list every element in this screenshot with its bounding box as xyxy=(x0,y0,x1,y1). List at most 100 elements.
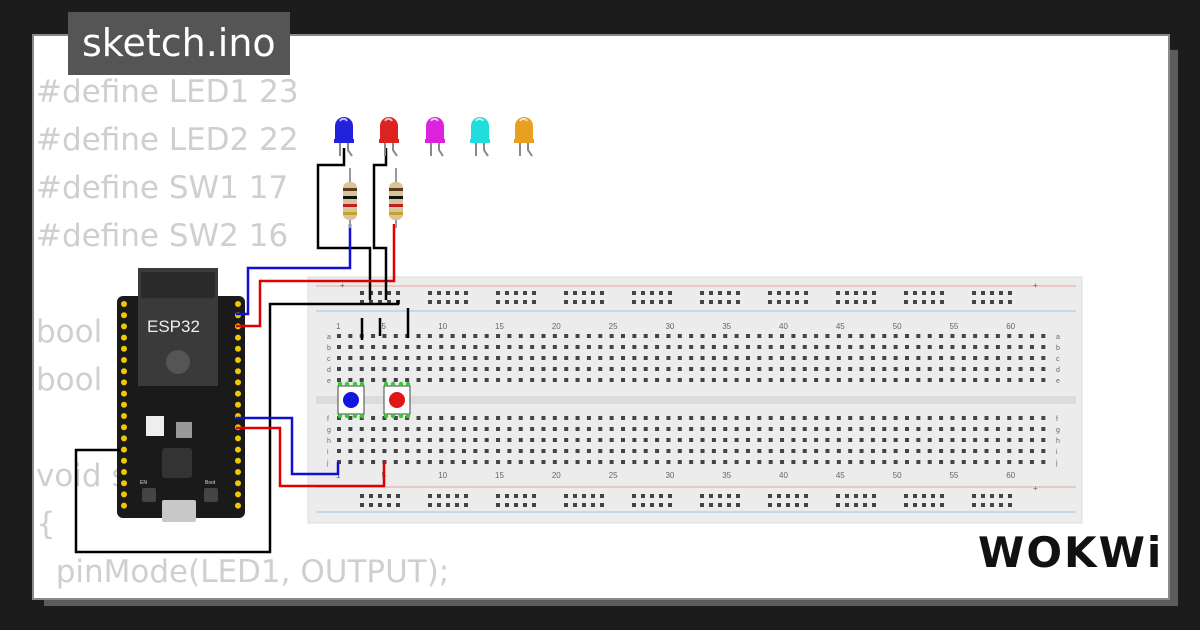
wires xyxy=(74,148,410,554)
column-number: 55 xyxy=(949,322,958,331)
esp32-pin-left xyxy=(121,502,127,509)
code-line: { xyxy=(36,506,56,542)
row-letter: d xyxy=(1056,367,1060,374)
row-letter: a xyxy=(327,334,331,341)
wire-black-gnd xyxy=(74,300,400,554)
wire-red-esp-led2 xyxy=(236,224,396,328)
wire-black-led1 xyxy=(316,148,372,300)
column-number: 35 xyxy=(722,322,731,331)
esp32-pin-left xyxy=(121,480,127,487)
row-letter: b xyxy=(1056,345,1060,352)
esp32-pin-right xyxy=(235,469,241,475)
row-letter: f xyxy=(1056,416,1058,423)
rail-plus-label-right: + xyxy=(1033,281,1038,290)
wire-blue-sw1 xyxy=(236,416,340,476)
esp32-pin-left xyxy=(121,312,127,319)
row-letter: c xyxy=(1056,356,1060,363)
leds xyxy=(334,117,534,157)
led-blue[interactable] xyxy=(334,117,354,157)
esp32-pin-right xyxy=(235,345,241,352)
pushbutton-blue[interactable] xyxy=(337,381,365,419)
led-orange[interactable] xyxy=(514,117,534,157)
row-letter: j xyxy=(1055,460,1058,467)
esp32-pin-right xyxy=(235,379,241,386)
esp32-pin-left xyxy=(121,390,127,397)
wire-blue-esp-led1 xyxy=(236,224,352,316)
esp32-pin-right xyxy=(235,301,241,307)
row-letter: h xyxy=(1056,438,1060,445)
esp32-pin-left xyxy=(121,301,127,307)
esp32-pin-left xyxy=(121,323,127,330)
row-letter: h xyxy=(327,438,331,445)
rail-plus-label-bottom: + xyxy=(1033,484,1038,493)
esp32-pin-left xyxy=(121,491,127,498)
esp32-pins xyxy=(121,301,241,509)
esp32-pin-left xyxy=(121,457,127,464)
code-line: bool xyxy=(36,362,103,398)
boot-label: Boot xyxy=(205,480,216,486)
row-letter: a xyxy=(1056,334,1060,341)
led-magenta[interactable] xyxy=(425,117,445,157)
pushbutton-red[interactable] xyxy=(383,381,411,419)
esp32-board[interactable]: ESP32 Boot EN xyxy=(117,268,245,522)
row-letter: c xyxy=(327,356,331,363)
column-number: 10 xyxy=(438,322,447,331)
esp32-pin-right xyxy=(235,446,241,453)
esp32-pin-left xyxy=(121,401,127,408)
code-line: #define LED1 23 xyxy=(36,74,299,110)
pushbuttons xyxy=(337,381,411,419)
resistor-1[interactable] xyxy=(343,168,357,228)
led-red[interactable] xyxy=(379,117,399,157)
esp32-pin-right xyxy=(235,502,241,509)
breadboard-holes xyxy=(337,291,1046,507)
row-letter: e xyxy=(327,378,331,385)
column-number: 30 xyxy=(665,471,674,480)
esp32-pin-left xyxy=(121,357,127,363)
column-number: 10 xyxy=(438,471,447,480)
led-cyan[interactable] xyxy=(470,117,490,157)
resistor-2[interactable] xyxy=(389,168,403,228)
esp32-pin-left xyxy=(121,424,127,431)
column-number: 50 xyxy=(893,322,902,331)
esp32-pin-left xyxy=(121,469,127,475)
column-number: 60 xyxy=(1006,322,1015,331)
column-number: 45 xyxy=(836,471,845,480)
en-label: EN xyxy=(140,480,147,486)
esp32-pin-left xyxy=(121,379,127,386)
esp32-pin-right xyxy=(235,368,241,375)
row-letter: i xyxy=(327,449,329,456)
column-number: 1 xyxy=(336,322,341,331)
column-number: 45 xyxy=(836,322,845,331)
esp32-pin-right xyxy=(235,357,241,363)
file-tab[interactable]: sketch.ino xyxy=(68,12,290,75)
card-shadow-bottom xyxy=(44,598,1178,606)
wire-black-led2 xyxy=(372,148,388,300)
code-line: #define LED2 22 xyxy=(36,122,299,158)
column-number: 55 xyxy=(949,471,958,480)
code-line: pinMode(LED1, OUTPUT); xyxy=(36,554,450,590)
column-number: 15 xyxy=(495,322,504,331)
column-number: 40 xyxy=(779,471,788,480)
row-letter: g xyxy=(327,427,331,434)
esp32-pin-right xyxy=(235,480,241,487)
column-number: 20 xyxy=(552,471,561,480)
esp32-pin-right xyxy=(235,401,241,408)
esp32-pin-left xyxy=(121,334,127,341)
esp32-pin-left xyxy=(121,446,127,453)
column-number: 50 xyxy=(893,471,902,480)
wokwi-logo: WOKWi xyxy=(978,528,1164,577)
column-number: 15 xyxy=(495,471,504,480)
column-number: 60 xyxy=(1006,471,1015,480)
esp32-pin-left xyxy=(121,368,127,375)
row-letter: g xyxy=(1056,427,1060,434)
esp32-pin-right xyxy=(235,390,241,397)
esp32-pin-left xyxy=(121,413,127,419)
row-letter: f xyxy=(327,416,329,423)
column-number: 40 xyxy=(779,322,788,331)
esp32-label: ESP32 xyxy=(147,317,200,336)
column-number: 35 xyxy=(722,471,731,480)
esp32-pin-right xyxy=(235,435,241,442)
column-number: 25 xyxy=(609,471,618,480)
column-number: 20 xyxy=(552,322,561,331)
